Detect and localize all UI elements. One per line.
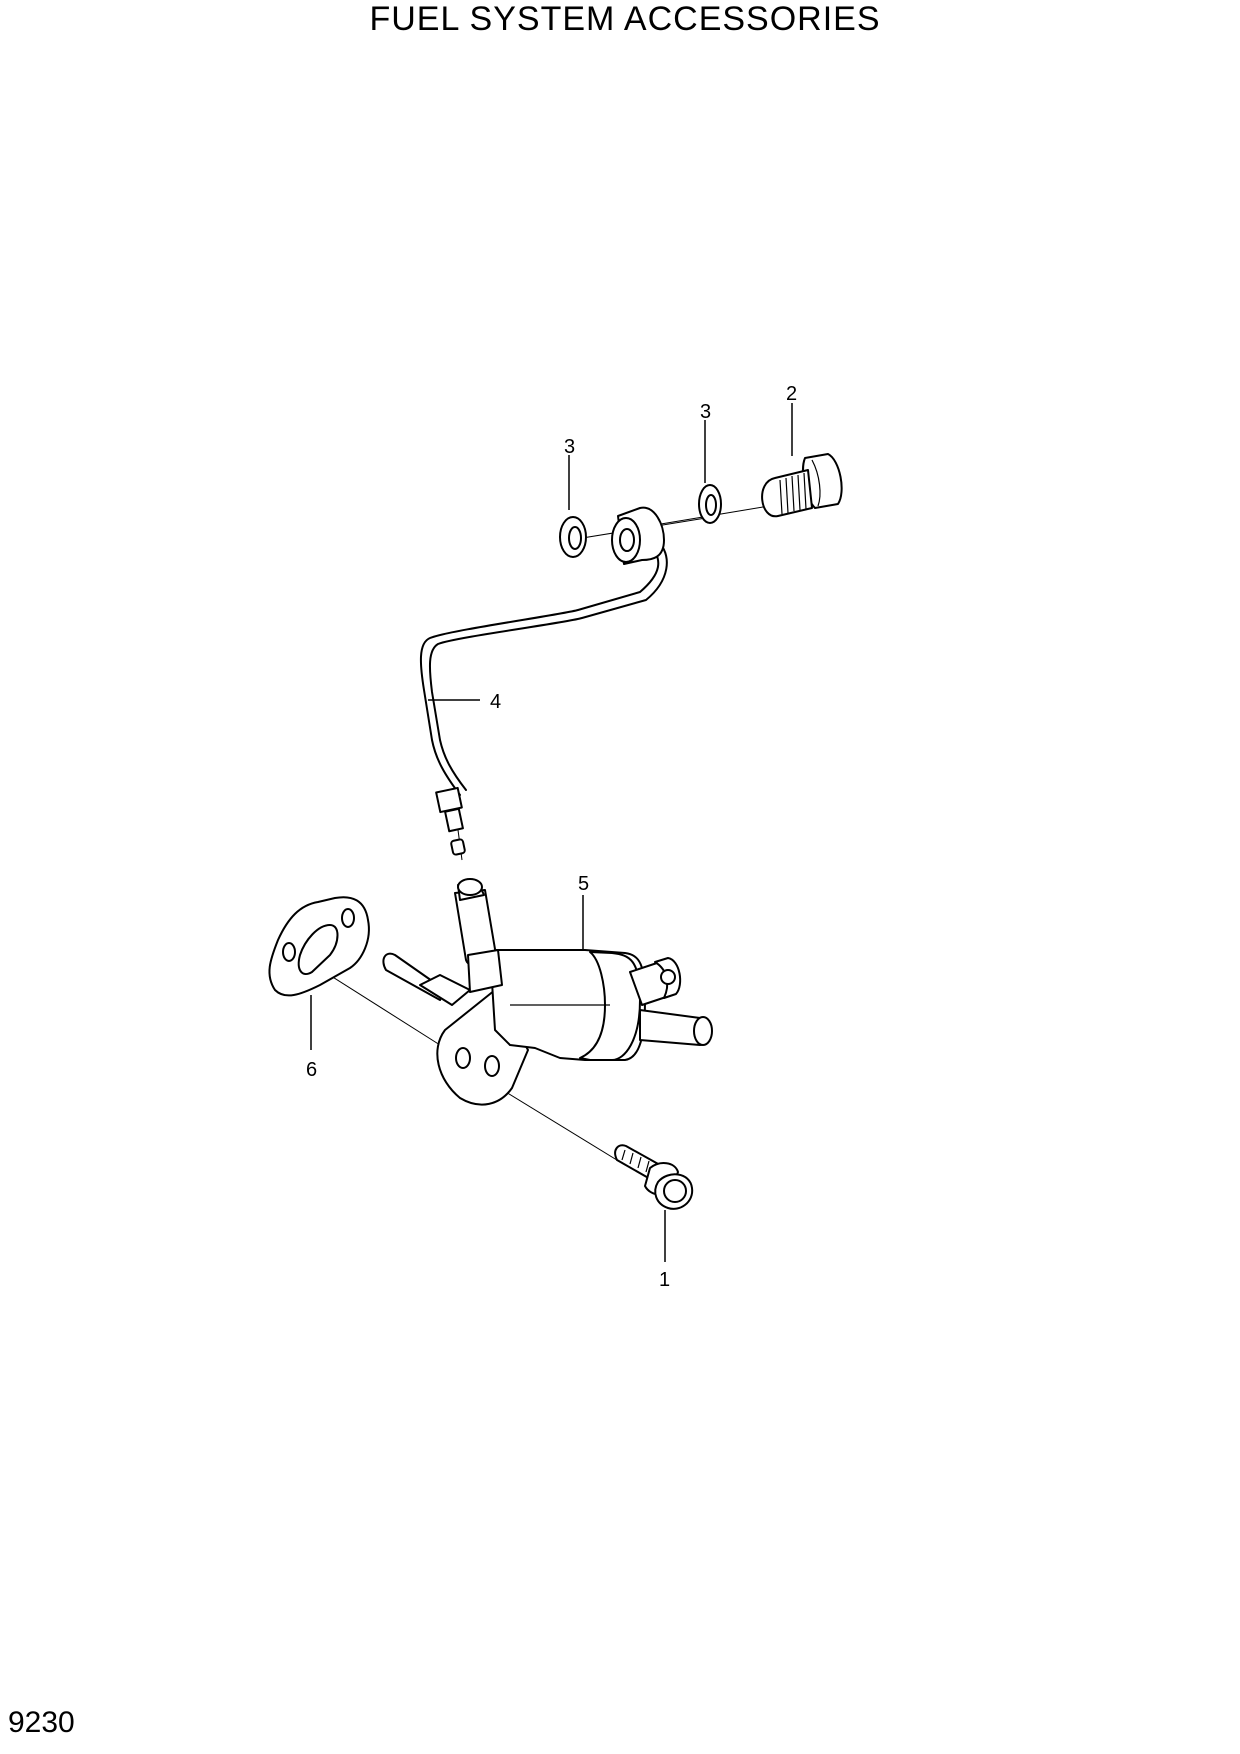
fuel-pump (382, 878, 713, 1106)
banjo-bolt (761, 453, 843, 518)
callout-washer-left: 3 (564, 436, 575, 458)
callout-fuel-pipe: 4 (490, 691, 501, 713)
flange-bolt (614, 1144, 694, 1210)
gasket (268, 896, 370, 997)
callout-bolt: 1 (659, 1269, 670, 1291)
callout-gasket: 6 (306, 1059, 317, 1081)
washer-left (559, 516, 587, 558)
callout-fuel-pump: 5 (578, 873, 589, 895)
page-number: 9230 (8, 1706, 75, 1739)
callout-labels: 3 3 2 4 5 6 1 (306, 383, 797, 1291)
leader-lines (310, 403, 793, 1262)
fuel-pipe (419, 506, 668, 856)
callout-washer-right: 3 (700, 401, 711, 423)
callout-banjo-bolt: 2 (786, 383, 797, 405)
washer-right (698, 484, 722, 524)
page-title: FUEL SYSTEM ACCESSORIES (369, 0, 881, 38)
assembly-axes (289, 504, 776, 1166)
